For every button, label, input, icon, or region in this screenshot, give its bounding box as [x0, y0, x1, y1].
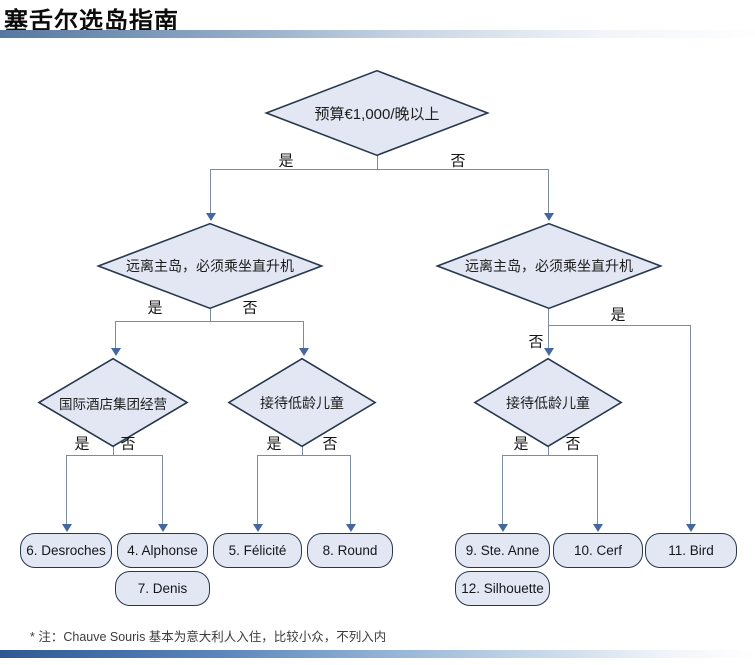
arrowhead	[111, 348, 121, 356]
result-box-silhouette: 12. Silhouette	[455, 571, 550, 606]
branch-label-no: 否	[242, 299, 258, 317]
decision-label: 远离主岛，必须乘坐直升机	[126, 258, 294, 274]
diamond-shape	[228, 358, 376, 447]
connector-line	[257, 455, 259, 525]
decision-label: 远离主岛，必须乘坐直升机	[465, 258, 633, 274]
branch-label-yes: 是	[610, 306, 626, 324]
branch-label-no: 否	[528, 333, 544, 351]
connector-line	[377, 155, 379, 170]
connector-line	[548, 307, 550, 349]
decision-node-helicopter-right: 远离主岛，必须乘坐直升机	[436, 223, 662, 309]
connector-line	[162, 455, 164, 525]
branch-label-no: 否	[450, 152, 466, 170]
arrowhead	[686, 524, 696, 532]
diamond-shape	[38, 358, 188, 447]
footnote-text: * 注：Chauve Souris 基本为意大利人入住，比较小众，不列入内	[30, 630, 387, 644]
decision-node-children-left: 接待低龄儿童	[228, 358, 376, 447]
footer-divider-bar	[0, 650, 755, 658]
arrowhead	[544, 348, 554, 356]
arrowhead	[593, 524, 603, 532]
arrowhead	[158, 524, 168, 532]
result-box-desroches: 6. Desroches	[20, 533, 112, 568]
connector-line	[597, 455, 599, 525]
decision-label: 接待低龄儿童	[260, 394, 344, 411]
connector-line	[350, 455, 352, 525]
connector-line	[303, 321, 305, 349]
connector-line	[115, 321, 117, 349]
branch-label-yes: 是	[513, 435, 529, 453]
connector-line	[502, 455, 598, 457]
header-divider-bar	[0, 30, 755, 38]
connector-line	[257, 455, 351, 457]
connector-line	[690, 325, 692, 525]
branch-label-yes: 是	[266, 435, 282, 453]
arrowhead	[253, 524, 263, 532]
connector-line	[210, 307, 212, 322]
arrowhead	[206, 213, 216, 221]
decision-label: 预算€1,000/晚以上	[314, 105, 440, 123]
branch-label-yes: 是	[278, 152, 294, 170]
branch-label-yes: 是	[147, 299, 163, 317]
connector-line	[210, 169, 549, 171]
arrowhead	[346, 524, 356, 532]
arrowhead	[544, 213, 554, 221]
connector-line	[548, 169, 550, 214]
diamond-shape	[436, 223, 662, 309]
decision-node-budget: 预算€1,000/晚以上	[265, 70, 489, 156]
branch-label-no: 否	[322, 435, 338, 453]
connector-line	[66, 455, 163, 457]
arrowhead	[62, 524, 72, 532]
connector-line	[210, 169, 212, 214]
arrowhead	[299, 348, 309, 356]
diamond-shape	[97, 223, 323, 309]
connector-line	[502, 455, 504, 525]
connector-line	[548, 325, 691, 327]
decision-label: 接待低龄儿童	[506, 394, 590, 411]
result-box-cerf: 10. Cerf	[553, 533, 643, 568]
branch-label-no: 否	[565, 435, 581, 453]
connector-line	[66, 455, 68, 525]
arrowhead	[498, 524, 508, 532]
decision-label: 国际酒店集团经营	[59, 396, 167, 412]
result-box-alphonse: 4. Alphonse	[117, 533, 208, 568]
result-box-round: 8. Round	[307, 533, 393, 568]
result-box-bird: 11. Bird	[645, 533, 737, 568]
connector-line	[548, 447, 550, 456]
result-box-ste-anne: 9. Ste. Anne	[455, 533, 550, 568]
decision-node-intl-hotel: 国际酒店集团经营	[38, 358, 188, 447]
connector-line	[115, 321, 304, 323]
branch-label-no: 否	[120, 435, 136, 453]
connector-line	[113, 447, 115, 456]
diamond-shape	[474, 358, 622, 447]
connector-line	[302, 447, 304, 456]
decision-node-helicopter-left: 远离主岛，必须乘坐直升机	[97, 223, 323, 309]
result-box-felicite: 5. Félicité	[213, 533, 302, 568]
decision-node-children-right: 接待低龄儿童	[474, 358, 622, 447]
diamond-shape	[265, 70, 489, 156]
result-box-denis: 7. Denis	[115, 571, 210, 606]
branch-label-yes: 是	[74, 435, 90, 453]
